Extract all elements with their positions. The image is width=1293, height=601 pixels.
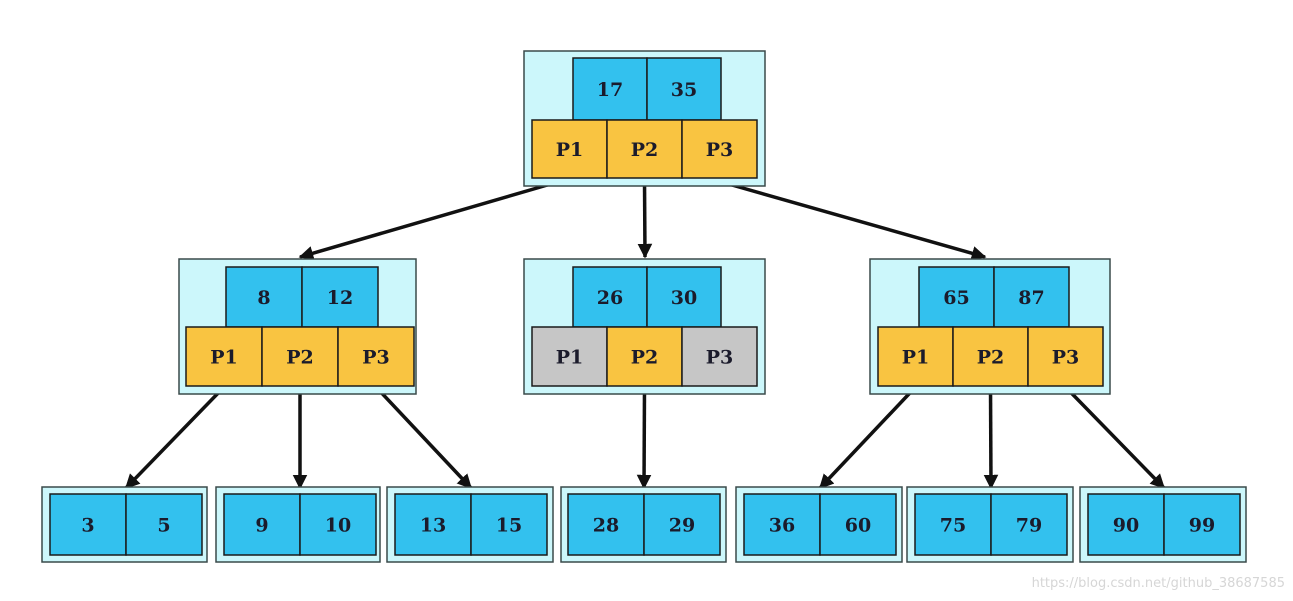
key-cell [572,57,648,121]
key-cell [299,493,377,556]
key-cell [470,493,548,556]
pointer-arrow [637,179,653,259]
key-label: 28 [593,515,619,537]
watermark: https://blog.csdn.net/github_38687585 [1031,576,1285,591]
key-label: 15 [496,515,522,537]
pointer-cell [681,119,758,179]
pointer-cell [952,326,1029,387]
pointer-cell [877,326,954,387]
pointer-arrow [983,386,999,490]
leaf-node: 36 60 [735,486,903,563]
null-pointer-label: P1 [556,347,584,369]
key-cell [567,493,645,556]
pointer-label: P2 [286,347,314,369]
key-label: 10 [325,515,351,537]
key-label: 65 [943,287,969,309]
key-label: 9 [255,515,268,537]
key-label: 36 [769,515,795,537]
key-cell [49,493,127,556]
pointer-cell [1027,326,1104,387]
key-label: 3 [81,515,94,537]
pointer-label: P2 [631,347,659,369]
key-label: 60 [845,515,871,537]
pointer-cell [531,119,608,179]
key-label: 35 [671,79,697,101]
key-label: 87 [1018,287,1044,309]
pointer-arrow [374,385,473,490]
pointer-arrow [298,178,565,261]
pointer-label: P1 [902,347,930,369]
key-cell [643,493,721,556]
pointer-arrow [124,385,226,490]
pointer-cell [606,119,683,179]
pointer-arrow [714,178,987,261]
pointer-label: P3 [706,139,734,161]
key-label: 99 [1189,515,1215,537]
edges-layer [124,178,1166,490]
leaf-node: 9 10 [215,486,381,563]
key-label: 12 [327,287,353,309]
leaf-node: 28 29 [560,486,727,563]
key-label: 5 [157,515,170,537]
key-cell [301,266,379,328]
pointer-arrow [818,385,917,490]
null-pointer-cell [681,326,758,387]
pointer-label: P2 [631,139,659,161]
pointer-label: P3 [1052,347,1080,369]
key-label: 26 [597,287,623,309]
key-cell [572,266,648,328]
leaf-node: 13 15 [386,486,554,563]
key-cell [990,493,1068,556]
pointer-cell [337,326,415,387]
leaf-node: 90 99 [1079,486,1247,563]
key-label: 17 [597,79,623,101]
key-label: 90 [1113,515,1139,537]
key-cell [223,493,301,556]
pointer-arrow [1064,385,1166,490]
key-label: 30 [671,287,697,309]
key-label: 29 [669,515,695,537]
key-label: 8 [257,287,270,309]
key-cell [646,266,722,328]
pointer-label: P1 [556,139,584,161]
pointer-label: P2 [977,347,1005,369]
key-cell [914,493,992,556]
key-cell [993,266,1070,328]
key-cell [918,266,995,328]
pointer-label: P3 [362,347,390,369]
null-pointer-cell [531,326,608,387]
leaf-node: 75 79 [906,486,1074,563]
key-label: 79 [1016,515,1042,537]
null-pointer-label: P3 [706,347,734,369]
key-cell [819,493,897,556]
key-cell [1163,493,1241,556]
key-label: 75 [940,515,966,537]
key-label: 13 [420,515,446,537]
pointer-arrow [636,386,652,490]
pointer-label: P1 [210,347,238,369]
key-cell [394,493,472,556]
key-cell [125,493,203,556]
